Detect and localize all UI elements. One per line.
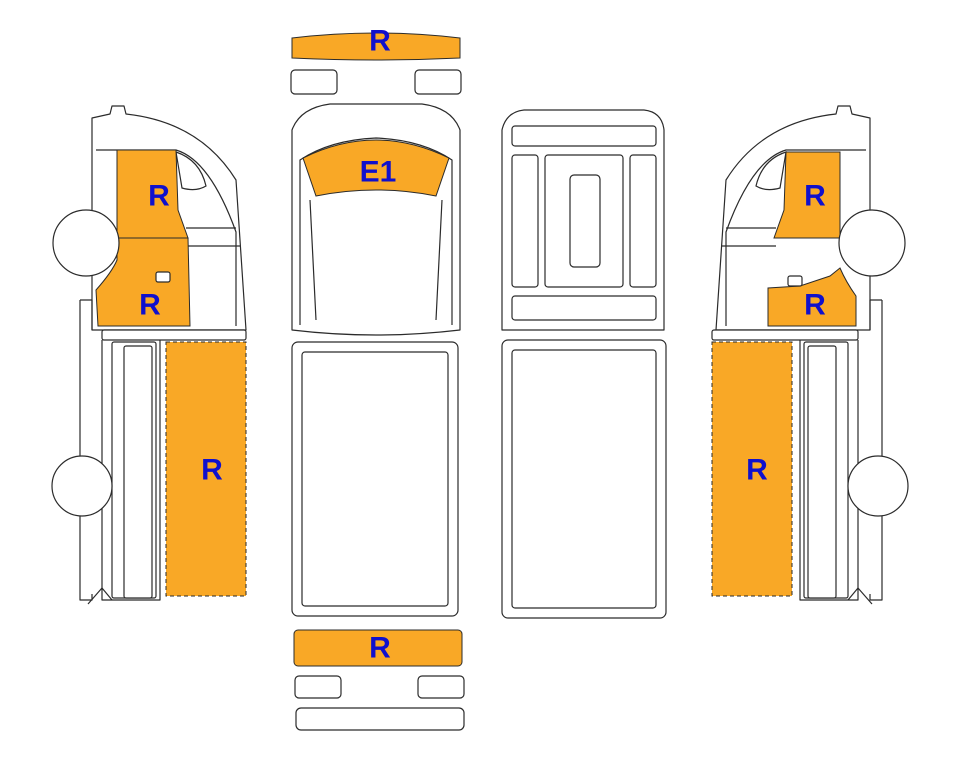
right-side-step-inner bbox=[807, 345, 837, 599]
left-taillight bbox=[294, 675, 342, 699]
right-front-wheel bbox=[838, 209, 906, 277]
left-rear-wheel bbox=[51, 455, 113, 517]
left-upper-door-label: R bbox=[148, 180, 170, 213]
left-front-wheel bbox=[52, 209, 120, 277]
rear-bumper-label: R bbox=[369, 632, 391, 665]
zone-labels: R E1 R R R R R R R bbox=[139, 25, 826, 665]
roof-box-inner bbox=[511, 349, 657, 609]
cargo-box-top-inner bbox=[301, 351, 449, 607]
roof-right-rail bbox=[629, 154, 657, 288]
rear-step bbox=[295, 707, 465, 731]
left-cab-inner-line bbox=[96, 149, 237, 326]
roof-hatch bbox=[569, 174, 601, 268]
roof-rear-panel bbox=[511, 295, 657, 321]
left-side-step-inner bbox=[123, 345, 153, 599]
cab-outline bbox=[291, 103, 461, 336]
right-chassis-rail bbox=[711, 329, 859, 341]
left-chassis-rail bbox=[101, 329, 247, 341]
top-view bbox=[290, 32, 465, 731]
right-rear-wheel bbox=[847, 455, 909, 517]
right-upper-door-label: R bbox=[804, 180, 826, 213]
roof-view bbox=[501, 109, 667, 619]
right-lower-door-label: R bbox=[804, 289, 826, 322]
windshield-label: E1 bbox=[360, 156, 397, 189]
left-lower-door-label: R bbox=[139, 289, 161, 322]
right-taillight bbox=[417, 675, 465, 699]
left-cab-outline bbox=[91, 105, 247, 331]
right-window-lines bbox=[722, 227, 776, 247]
left-headlight bbox=[290, 69, 338, 95]
cab-side-lines bbox=[309, 199, 443, 321]
left-mirror bbox=[175, 151, 207, 191]
left-window-lines bbox=[186, 227, 240, 247]
right-door-handle bbox=[787, 275, 803, 287]
right-mirror bbox=[755, 151, 787, 191]
left-side-view bbox=[51, 105, 247, 605]
right-cab-outline bbox=[715, 105, 871, 331]
left-mudflap bbox=[87, 587, 113, 605]
left-door-handle bbox=[155, 271, 171, 283]
rear-bumper-zone[interactable] bbox=[293, 629, 463, 667]
roof-cab-outline bbox=[501, 109, 665, 331]
right-cab-inner-line bbox=[725, 149, 866, 326]
right-mudflap bbox=[847, 587, 873, 605]
right-lower-door-zone[interactable] bbox=[767, 267, 857, 327]
front-bumper-zone[interactable] bbox=[291, 32, 461, 61]
left-box-side-zone[interactable] bbox=[165, 341, 247, 597]
left-box-side-label: R bbox=[201, 454, 223, 487]
windshield-zone[interactable] bbox=[302, 139, 450, 197]
right-side-view bbox=[711, 105, 909, 605]
right-box-side-label: R bbox=[746, 454, 768, 487]
right-upper-door-zone[interactable] bbox=[773, 151, 841, 239]
right-headlight bbox=[414, 69, 462, 95]
cab-inner bbox=[299, 137, 453, 325]
left-lower-door-zone[interactable] bbox=[95, 237, 191, 327]
roof-front-panel bbox=[511, 125, 657, 147]
left-upper-door-zone[interactable] bbox=[116, 149, 189, 239]
roof-left-rail bbox=[511, 154, 539, 288]
right-box-side-zone[interactable] bbox=[711, 341, 793, 597]
front-bumper-label: R bbox=[369, 25, 391, 58]
